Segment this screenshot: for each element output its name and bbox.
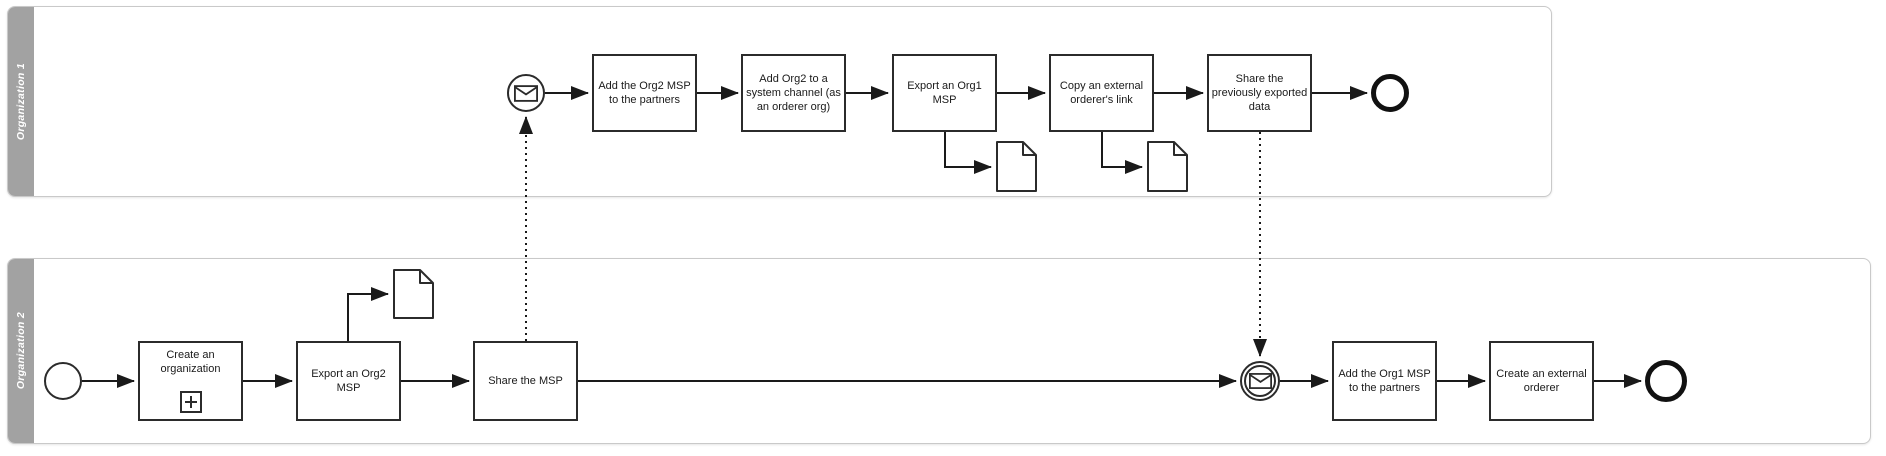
task-label: Create an external orderer	[1496, 367, 1587, 394]
envelope-icon	[1248, 373, 1272, 389]
task-label: Create an organization	[160, 349, 221, 376]
document-icon	[393, 269, 434, 319]
task-label: Copy an external orderer's link	[1059, 79, 1144, 106]
catch-event-inner-ring	[1244, 365, 1276, 397]
task-label: Add Org2 to a system channel (as an orde…	[746, 72, 841, 114]
task-share-previously-exported-data: Share the previously exported data	[1207, 54, 1312, 132]
lane-1-header: Organization 1	[8, 7, 34, 196]
document-icon	[1147, 141, 1188, 192]
task-create-external-orderer: Create an external orderer	[1489, 341, 1594, 421]
task-add-org1-msp-to-partners: Add the Org1 MSP to the partners	[1332, 341, 1437, 421]
task-add-org2-msp-to-partners: Add the Org2 MSP to the partners	[592, 54, 697, 132]
task-label: Share the previously exported data	[1211, 72, 1308, 114]
end-event-org1	[1371, 74, 1409, 112]
message-catch-event	[1240, 361, 1280, 401]
task-export-org2-msp: Export an Org2 MSP	[296, 341, 401, 421]
plus-icon	[179, 391, 202, 413]
lane-2-header: Organization 2	[8, 259, 34, 443]
data-object-org1-msp	[996, 141, 1037, 197]
task-label: Add the Org1 MSP to the partners	[1338, 367, 1431, 394]
start-event-org2	[44, 362, 82, 400]
task-copy-external-orderer-link: Copy an external orderer's link	[1049, 54, 1154, 132]
message-start-event	[507, 74, 545, 112]
end-event-org2	[1645, 360, 1687, 402]
data-object-org2-msp	[393, 269, 434, 324]
task-export-org1-msp: Export an Org1 MSP	[892, 54, 997, 132]
lane-2-label: Organization 2	[15, 312, 27, 390]
data-object-orderer-link	[1147, 141, 1188, 197]
task-share-the-msp: Share the MSP	[473, 341, 578, 421]
task-add-org2-to-system-channel: Add Org2 to a system channel (as an orde…	[741, 54, 846, 132]
envelope-icon	[514, 84, 538, 102]
document-icon	[996, 141, 1037, 192]
task-label: Export an Org1 MSP	[907, 79, 982, 106]
lane-1-label: Organization 1	[15, 62, 27, 141]
task-label: Share the MSP	[488, 374, 563, 387]
task-label: Add the Org2 MSP to the partners	[598, 79, 691, 106]
task-label: Export an Org2 MSP	[311, 367, 386, 394]
task-create-organization: Create an organization	[138, 341, 243, 421]
